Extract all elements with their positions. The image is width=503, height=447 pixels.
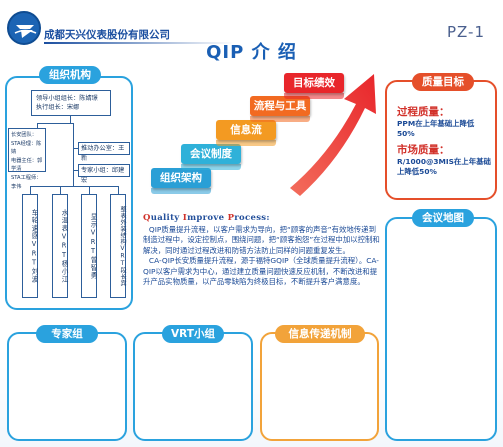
step-target-performance: 目标绩效 — [284, 73, 344, 93]
step-process-tools: 流程与工具 — [250, 96, 310, 116]
info-transfer-label: 信息传递机制 — [275, 325, 365, 343]
promoter-office: 推动办公室：王新 — [81, 145, 125, 162]
expert-group-label: 专家组 — [36, 325, 98, 343]
heading-word: rocess: — [234, 213, 270, 223]
company-name: 成都天兴仪表股份有限公司 — [44, 29, 170, 41]
expert-group-panel — [7, 332, 127, 441]
page-title: QIP 介 绍 — [206, 42, 297, 63]
qip-heading: Quality Improve Process: — [143, 213, 381, 224]
heading-word: mprove — [187, 213, 228, 223]
heading-initial: I — [182, 213, 188, 223]
qip-description: Quality Improve Process: QIP质量提升流程，以客户需求… — [143, 213, 381, 288]
expert-group: 专家小组：邱建宏 — [81, 167, 125, 184]
org-connector — [89, 186, 90, 194]
step-riser — [250, 116, 310, 122]
org-structure-label: 组织机构 — [39, 66, 101, 84]
quality-goals-label: 质量目标 — [412, 73, 474, 91]
promoter-office-box: 推动办公室：王新 — [78, 142, 130, 162]
step-information-flow: 信息流 — [216, 120, 276, 140]
qip-paragraph-2: CA-QIP长安质量提升流程，源于福特GQIP（全球质量提升流程）。CA-QIP… — [143, 256, 379, 286]
vrt-column: 车轮速感VRT刘波 — [22, 194, 38, 298]
process-quality-heading: 过程质量： — [397, 106, 450, 118]
org-connector — [73, 148, 78, 149]
step-org-structure: 组织架构 — [151, 168, 211, 188]
vrt-column: 整表外装结构VRT段长宾 — [110, 194, 126, 298]
meeting-map-panel — [385, 217, 497, 441]
company-logo — [7, 11, 41, 45]
org-connector — [73, 170, 78, 171]
org-connector — [37, 123, 73, 124]
org-connector — [70, 116, 71, 123]
meeting-map-label: 会议地图 — [412, 209, 474, 227]
heading-word: uality — [150, 213, 183, 223]
org-connector — [30, 186, 31, 194]
vrt-group-panel — [133, 332, 253, 441]
team-line: 长安团队： — [11, 132, 37, 138]
page-code: PZ-1 — [446, 23, 485, 41]
growth-arrow-icon — [290, 74, 376, 196]
heading-initial: P — [227, 213, 235, 223]
vrt-column: 显示VRT曾智勇 — [81, 194, 97, 298]
logo-mark-icon — [14, 25, 37, 38]
expert-group-box: 专家小组：邱建宏 — [78, 164, 130, 184]
step-riser — [151, 188, 211, 194]
org-connector — [30, 186, 118, 187]
org-connector — [73, 123, 74, 175]
team-line: STA经理：陈婧 — [11, 140, 42, 156]
market-quality-heading: 市场质量： — [397, 144, 450, 156]
heading-initial: Q — [143, 213, 151, 223]
vrt-group-label: VRT小组 — [162, 325, 224, 343]
step-meeting-system: 会议制度 — [181, 144, 241, 164]
org-connector — [73, 175, 74, 186]
info-transfer-panel — [260, 332, 379, 441]
header-divider — [44, 42, 234, 44]
leader-group-head: 领导小组组长：陈婧璟 — [36, 95, 98, 102]
org-connector — [118, 186, 119, 194]
step-riser — [216, 140, 276, 146]
team-line: STA工程师：李伟 — [11, 174, 42, 190]
process-quality-goal: PPM在上年基础上降低50% — [397, 119, 475, 138]
org-structure-panel: 领导小组组长：陈婧璟 执行组长：宋娜 长安团队： STA经理：陈婧 电器主任：郭… — [5, 76, 133, 310]
step-riser — [284, 93, 344, 99]
step-riser — [181, 164, 241, 170]
market-quality-goal: R/1000@3MIS在上年基础上降低50% — [397, 157, 491, 176]
executive-head: 执行组长：宋娜 — [36, 104, 80, 111]
org-connector — [60, 186, 61, 194]
team-line: 电器主任：郭学清 — [11, 157, 43, 173]
qip-paragraph-1: QIP质量提升流程，以客户需求为导向，把“顾客的声音”有效地传递到制造过程中，设… — [143, 224, 380, 255]
quality-goals-panel: 过程质量： PPM在上年基础上降低50% 市场质量： R/1000@3MIS在上… — [385, 80, 497, 200]
leader-box: 领导小组组长：陈婧璟 执行组长：宋娜 — [31, 90, 111, 116]
vrt-column: 水温表VRT杨小江 — [52, 194, 68, 298]
changan-team-box: 长安团队： STA经理：陈婧 电器主任：郭学清 STA工程师：李伟 — [8, 128, 46, 190]
